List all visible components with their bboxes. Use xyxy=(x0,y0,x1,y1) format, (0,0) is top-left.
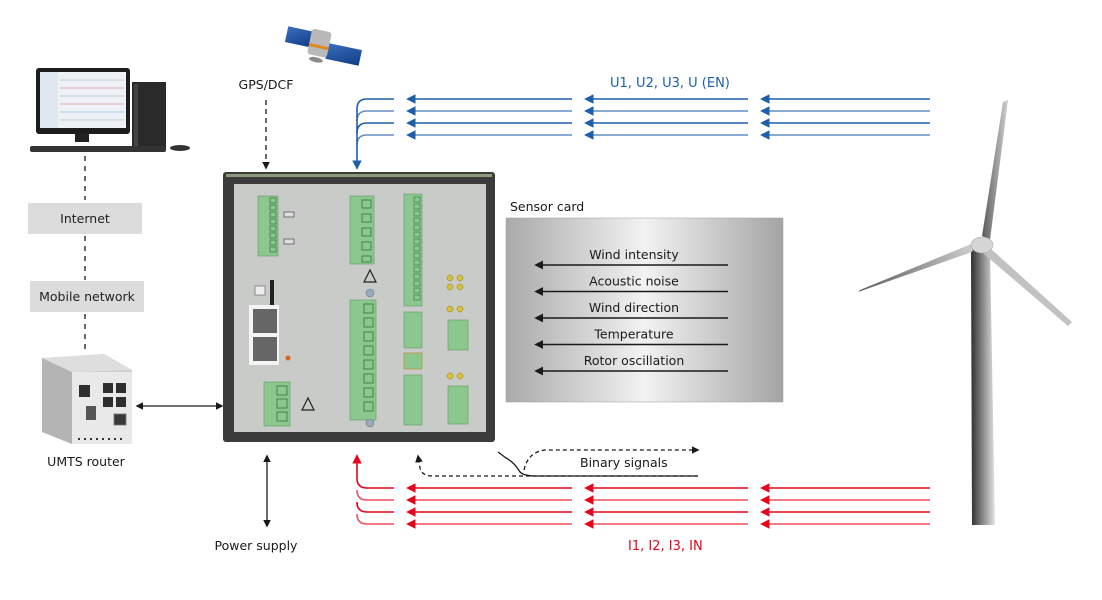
current-input-lines xyxy=(352,454,930,529)
voltage-bend xyxy=(356,110,394,122)
internet-box: Internet xyxy=(28,203,142,234)
current-bend xyxy=(356,501,394,513)
sensor-signal-label: Wind direction xyxy=(589,300,679,315)
mobile-network-box: Mobile network xyxy=(30,281,144,312)
gps-dcf-label: GPS/DCF xyxy=(239,77,294,92)
binary-signal-lines xyxy=(415,446,700,477)
sensor-signal-label: Rotor oscillation xyxy=(584,353,685,368)
measurement-device xyxy=(223,172,495,442)
wind-turbine-icon xyxy=(858,100,1072,525)
current-bend xyxy=(356,513,394,525)
current-bend xyxy=(356,477,394,489)
voltage-bend xyxy=(356,122,394,134)
voltage-inputs-label: U1, U2, U3, U (EN) xyxy=(610,76,730,91)
sensor-signal-label: Acoustic noise xyxy=(589,274,679,289)
power-supply-label: Power supply xyxy=(215,538,299,553)
internet-label: Internet xyxy=(60,211,110,226)
binary-signals-label: Binary signals xyxy=(580,455,668,470)
mobile-network-label: Mobile network xyxy=(39,289,136,304)
sensor-card-title: Sensor card xyxy=(510,199,584,214)
computer-icon xyxy=(30,68,190,152)
sensor-signal-label: Temperature xyxy=(593,327,673,342)
voltage-input-lines xyxy=(352,94,930,170)
voltage-bend xyxy=(356,98,394,110)
current-bend xyxy=(356,489,394,501)
umts-router-label: UMTS router xyxy=(47,454,126,469)
current-inputs-label: I1, I2, I3, IN xyxy=(628,539,703,554)
satellite-icon xyxy=(284,26,362,66)
voltage-bend xyxy=(356,134,394,146)
umts-router-icon xyxy=(42,354,132,444)
sensor-signal-label: Wind intensity xyxy=(589,247,679,262)
